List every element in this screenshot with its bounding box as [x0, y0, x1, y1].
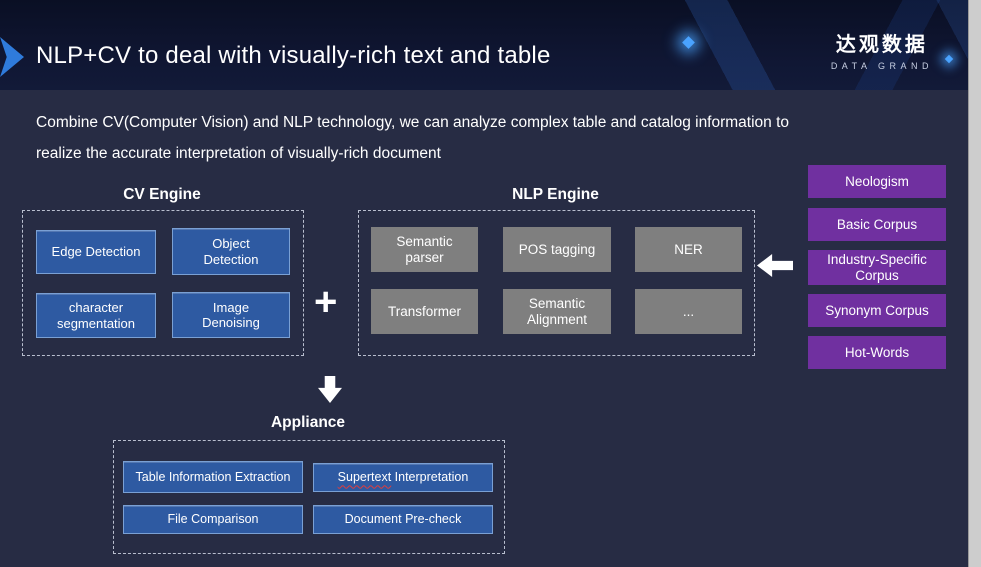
- nlp-box-pos-tagging: POS tagging: [503, 227, 611, 272]
- header: NLP+CV to deal with visually-rich text a…: [0, 0, 969, 90]
- appliance-box-document-pre-check: Document Pre-check: [313, 505, 493, 534]
- nlp-box-transformer: Transformer: [371, 289, 478, 334]
- arrow-down-icon: [318, 376, 342, 403]
- corpus-item-basic-corpus: Basic Corpus: [808, 208, 946, 241]
- logo-latin-text: DATA GRAND: [830, 61, 933, 71]
- cv-box-object-detection: Object Detection: [172, 228, 290, 275]
- title-arrow-icon: [0, 37, 24, 77]
- sparkle-icon: [682, 36, 695, 49]
- appliance-box-table-information-extraction: Table Information Extraction: [123, 461, 303, 493]
- supertext-rest: Interpretation: [391, 470, 469, 485]
- corpus-item-neologism: Neologism: [808, 165, 946, 198]
- arrow-left-icon: [757, 254, 793, 277]
- cv-engine-frame: [22, 210, 304, 356]
- window-edge-strip: [968, 0, 981, 567]
- nlp-box-semantic-alignment: Semantic Alignment: [503, 289, 611, 334]
- corpus-item-synonym-corpus: Synonym Corpus: [808, 294, 946, 327]
- sparkle-icon: [944, 54, 954, 64]
- nlp-box-ellipsis: ...: [635, 289, 742, 334]
- logo-cjk-text: 达观数据: [835, 34, 928, 56]
- appliance-title: Appliance: [270, 414, 346, 431]
- intro-paragraph: Combine CV(Computer Vision) and NLP tech…: [36, 107, 946, 169]
- cv-box-edge-detection: Edge Detection: [36, 230, 156, 274]
- intro-line-2: realize the accurate interpretation of v…: [36, 145, 441, 162]
- corpus-item-hot-words: Hot-Words: [808, 336, 946, 369]
- plus-icon: +: [314, 280, 338, 324]
- cv-engine-title: CV Engine: [123, 186, 201, 203]
- corpus-item-industry-specific-corpus: Industry-Specific Corpus: [808, 250, 946, 285]
- header-decoration: [590, 0, 870, 90]
- intro-line-1: Combine CV(Computer Vision) and NLP tech…: [36, 114, 790, 131]
- nlp-box-semantic-parser: Semantic parser: [371, 227, 478, 272]
- supertext-misspelled-word: Supertext: [337, 470, 392, 485]
- appliance-box-supertext-interpretation: Supertext Interpretation: [313, 463, 493, 492]
- nlp-box-ner: NER: [635, 227, 742, 272]
- appliance-box-file-comparison: File Comparison: [123, 505, 303, 534]
- cv-box-image-denoising: Image Denoising: [172, 292, 290, 338]
- nlp-engine-frame: [358, 210, 755, 356]
- nlp-engine-title: NLP Engine: [512, 186, 599, 203]
- logo: 达观数据 DATA GRAND: [831, 28, 933, 71]
- cv-box-character-segmentation: character segmentation: [36, 293, 156, 338]
- page-title: NLP+CV to deal with visually-rich text a…: [36, 42, 551, 69]
- appliance-frame: [113, 440, 505, 554]
